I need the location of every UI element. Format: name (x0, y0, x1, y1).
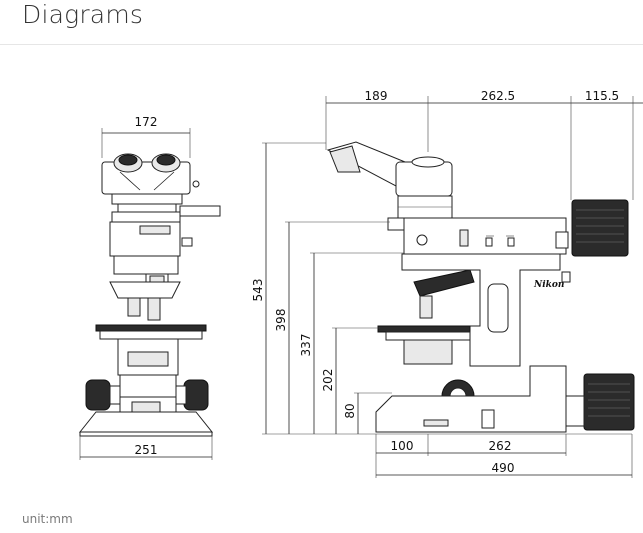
dim-height-base: 80 (343, 403, 357, 418)
dim-front-base-width: 251 (135, 443, 158, 457)
dim-height-stage: 202 (321, 369, 335, 392)
dim-height-stage-top: 398 (274, 309, 288, 332)
dim-total-depth: 490 (492, 461, 515, 475)
unit-note: unit:mm (22, 512, 73, 526)
side-view-drawing: Nikon (326, 141, 635, 433)
dim-side-lamp-depth: 115.5 (585, 89, 619, 103)
dim-base-front-offset: 100 (391, 439, 414, 453)
front-view-drawing (78, 153, 221, 437)
title-divider (0, 44, 643, 45)
front-dimension-lines (79, 128, 213, 460)
dim-height-total: 543 (251, 279, 265, 302)
side-dimension-lines (262, 96, 643, 478)
dim-front-eyepiece-width: 172 (135, 115, 158, 129)
dim-base-depth: 262 (489, 439, 512, 453)
brand-mark: Nikon (533, 280, 564, 290)
dim-side-eyepiece-depth: 189 (365, 89, 388, 103)
page-title: Diagrams (22, 0, 144, 29)
dim-side-body-depth: 262.5 (481, 89, 515, 103)
dim-height-arm: 337 (299, 334, 313, 357)
